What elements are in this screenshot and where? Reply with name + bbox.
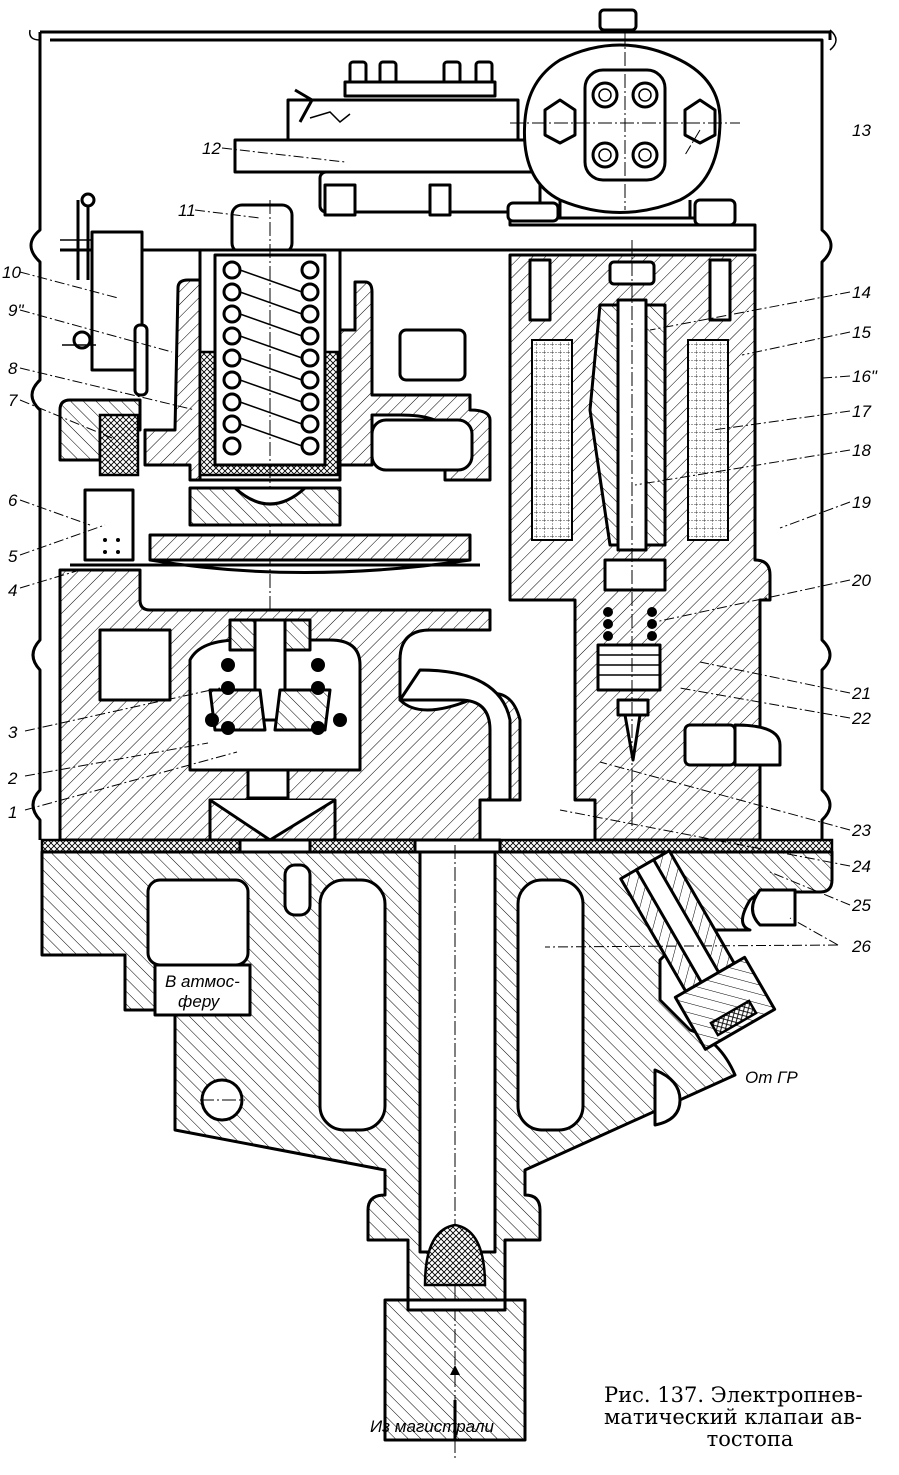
callout-25: 25 [851,896,871,915]
armature-spring [603,607,657,641]
callout-20: 20 [851,571,871,590]
callout-14: 14 [852,283,871,302]
callout-22: 22 [851,709,871,728]
electromagnet-assembly [508,240,782,842]
callout-12: 12 [202,139,221,158]
fixing-nut-center [506,201,560,223]
valve-spring [222,260,320,456]
callout-2: 2 [7,769,18,788]
inlet-filter [406,1223,507,1440]
caption-line-1: Рис. 137. Электропнев- [604,1383,863,1407]
callout-1: 1 [8,803,17,822]
callout-5: 5 [8,547,18,566]
callout-6: 6 [8,491,18,510]
plug-connector-flange [510,8,740,218]
from-main-reservoir-note: От ГР [745,1068,798,1087]
callout-3: 3 [8,723,18,742]
coil-right [687,339,729,541]
callout-4: 4 [8,581,17,600]
base-bracket [40,845,834,1460]
relay-contact-block [233,60,542,217]
callout-24: 24 [851,857,871,876]
from-main-line-note: Из магистрали [370,1417,495,1436]
callout-21: 21 [851,684,871,703]
atmosphere-note-line2: феру [178,992,221,1011]
callout-15: 15 [852,323,871,342]
callout-16: 16" [852,367,878,386]
main-valve-body [58,568,522,842]
valve-seal-rings [205,658,347,735]
main-reservoir-fitting [619,849,777,1051]
side-nut [683,723,737,767]
callout-8: 8 [8,359,18,378]
callout-17: 17 [852,402,871,421]
callout-13: 13 [852,121,871,140]
callout-26: 26 [851,937,871,956]
microswitch [60,192,149,397]
center-bore [418,850,497,1254]
right-channel [516,878,585,1132]
callout-9: 9" [8,301,24,320]
callout-7: 7 [8,391,18,410]
caption-line-2: матический клапаи ав- [604,1405,862,1429]
caption-line-3: тостопа [706,1427,794,1451]
fixing-nut-right [693,198,737,227]
figure-caption: Рис. 137. Электропнев- матический клапаи… [604,1384,896,1450]
gasket [40,838,834,854]
callout-11: 11 [178,201,196,220]
coil-left [531,339,573,541]
callout-19: 19 [852,493,871,512]
callout-labels: 1 2 3 4 5 6 7 8 9" 10 11 12 13 14 15 16"… [2,121,878,956]
callout-23: 23 [851,821,871,840]
left-channel [318,878,387,1132]
exhaust-valve-housing [83,488,135,562]
atmosphere-note-line1: В атмос- [165,972,240,991]
atmosphere-port [146,878,250,967]
left-valve-body [58,200,492,830]
callout-18: 18 [852,441,871,460]
mounting-plate [60,216,757,252]
piston-block [98,413,140,477]
cover-casing [28,29,837,840]
callout-10: 10 [2,263,21,282]
exhaust-valve-dots [103,538,120,554]
leader-lines [19,129,851,948]
diaphragm-assembly [70,486,480,574]
